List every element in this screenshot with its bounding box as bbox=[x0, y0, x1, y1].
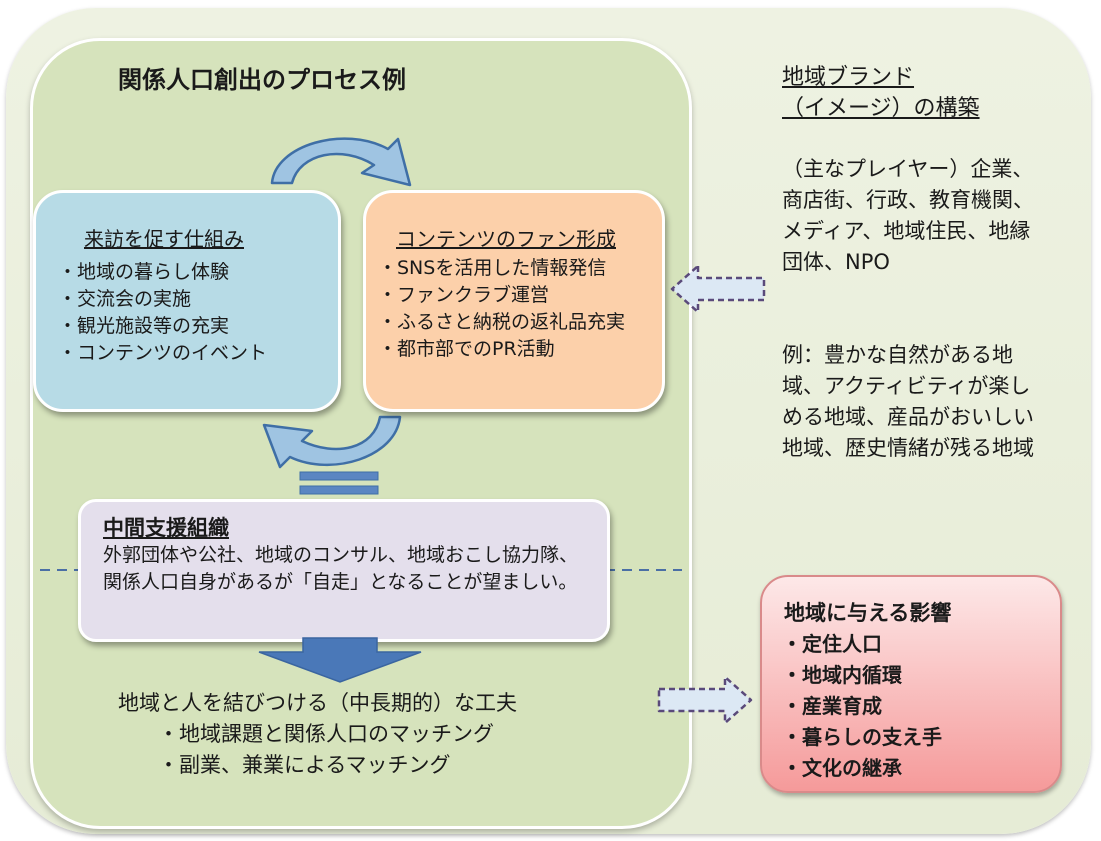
fan-formation-title: コンテンツのファン形成 bbox=[396, 227, 616, 251]
fan-formation-box: コンテンツのファン形成 ・SNSを活用した情報発信 ・ファンクラブ運営 ・ふるさ… bbox=[363, 190, 665, 412]
list-item: ・SNSを活用した情報発信 bbox=[378, 257, 607, 279]
list-item: ・交流会の実施 bbox=[58, 288, 192, 310]
connector-bars bbox=[299, 471, 379, 495]
regional-impact-title: 地域に与える影響 bbox=[784, 601, 952, 625]
fan-formation-list: ・SNSを活用した情報発信 ・ファンクラブ運営 ・ふるさと納税の返礼品充実 ・都… bbox=[378, 255, 625, 363]
support-organization-box: 中間支援組織 外郭団体や公社、地域のコンサル、地域おこし協力隊、関係人口自身があ… bbox=[78, 499, 610, 642]
brand-title-line1: 地域ブランド bbox=[782, 65, 915, 90]
matching-item: ・地域課題と関係人口のマッチング bbox=[158, 722, 494, 746]
cycle-arrow-top bbox=[270, 137, 412, 187]
matching-to-impact-arrow bbox=[657, 675, 753, 725]
page-title: 関係人口創出のプロセス例 bbox=[118, 66, 406, 94]
brand-title: 地域ブランド （イメージ）の構築 bbox=[782, 62, 980, 124]
support-organization-description: 外郭団体や公社、地域のコンサル、地域おこし協力隊、関係人口自身があるが「自走」と… bbox=[103, 544, 579, 593]
down-arrow bbox=[258, 637, 422, 683]
list-item: ・都市部でのPR活動 bbox=[378, 338, 555, 360]
cycle-arrow-bottom bbox=[262, 415, 402, 469]
list-item: ・ふるさと納税の返礼品充実 bbox=[378, 311, 626, 333]
list-item: ・観光施設等の充実 bbox=[58, 315, 230, 337]
regional-impact-box: 地域に与える影響 ・定住人口 ・地域内循環 ・産業育成 ・暮らしの支え手 ・文化… bbox=[760, 575, 1062, 793]
list-item: ・地域の暮らし体験 bbox=[58, 261, 230, 283]
matching-item: ・副業、兼業によるマッチング bbox=[158, 753, 451, 777]
visit-mechanism-title: 来訪を促す仕組み bbox=[84, 227, 244, 251]
matching-heading: 地域と人を結びつける（中長期的）な工夫 bbox=[118, 691, 517, 715]
brand-players: （主なプレイヤー）企業、商店街、行政、教育機関、メディア、地域住民、地縁団体、N… bbox=[782, 157, 1034, 274]
list-item: ・暮らしの支え手 bbox=[782, 725, 942, 749]
brand-title-line2: （イメージ）の構築 bbox=[782, 96, 980, 121]
divider-line bbox=[40, 569, 682, 571]
list-item: ・ファンクラブ運営 bbox=[378, 284, 550, 306]
brand-examples: 例：豊かな自然がある地域、アクティビティが楽しめる地域、産品がおいしい地域、歴史… bbox=[782, 343, 1034, 460]
regional-impact-list: ・定住人口 ・地域内循環 ・産業育成 ・暮らしの支え手 ・文化の継承 bbox=[782, 629, 942, 784]
brand-to-fan-arrow bbox=[670, 264, 766, 314]
list-item: ・コンテンツのイベント bbox=[58, 342, 268, 364]
visit-mechanism-box: 来訪を促す仕組み ・地域の暮らし体験 ・交流会の実施 ・観光施設等の充実 ・コン… bbox=[33, 190, 341, 412]
list-item: ・地域内循環 bbox=[782, 663, 902, 687]
list-item: ・産業育成 bbox=[782, 694, 882, 718]
process-panel bbox=[30, 38, 692, 829]
support-organization-title: 中間支援組織 bbox=[103, 516, 229, 540]
visit-mechanism-list: ・地域の暮らし体験 ・交流会の実施 ・観光施設等の充実 ・コンテンツのイベント bbox=[58, 259, 267, 367]
list-item: ・定住人口 bbox=[782, 632, 882, 656]
list-item: ・文化の継承 bbox=[782, 756, 902, 780]
